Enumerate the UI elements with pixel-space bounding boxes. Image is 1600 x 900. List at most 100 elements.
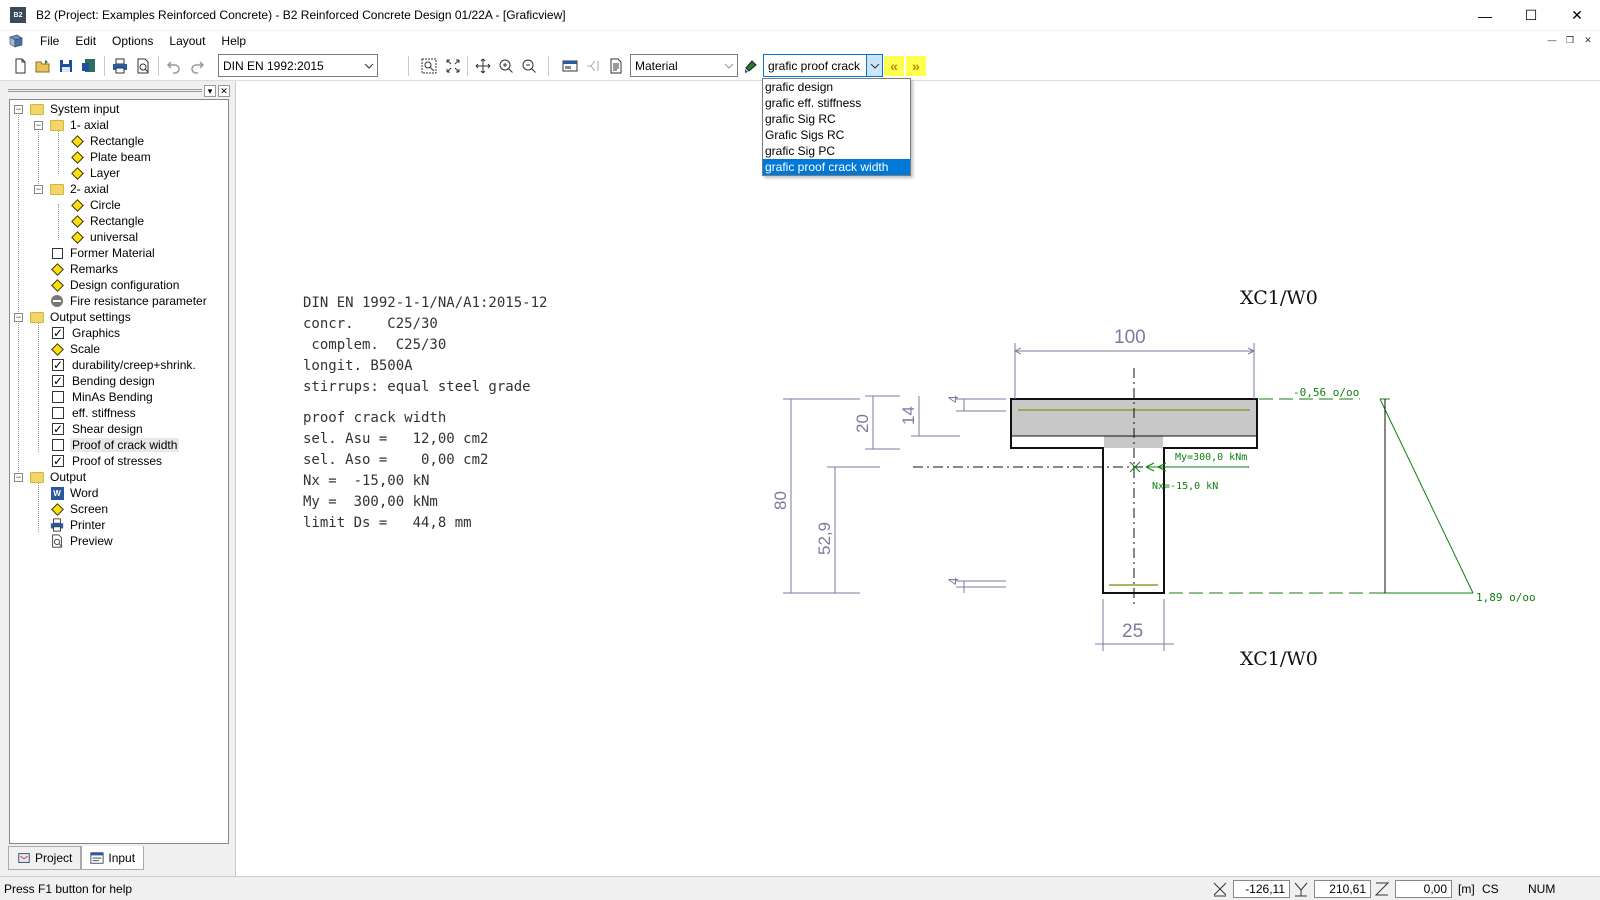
dropdown-option[interactable]: grafic design <box>765 80 834 94</box>
tree-item-bending-design[interactable]: ✓ Bending design <box>52 373 157 389</box>
dropdown-option[interactable]: grafic Sig PC <box>765 144 836 158</box>
norm-combo[interactable]: DIN EN 1992:2015 <box>218 54 378 77</box>
next-view-button[interactable]: » <box>906 56 926 76</box>
chevron-down-icon[interactable] <box>866 55 882 76</box>
dropdown-option[interactable]: grafic Sig RC <box>765 112 836 126</box>
tree-item-label: Former Material <box>70 246 155 260</box>
tree-item-circle[interactable]: Circle <box>70 197 123 213</box>
tree-item-label: universal <box>90 230 139 244</box>
tree-item-scale[interactable]: Scale <box>50 341 102 357</box>
export-icon[interactable] <box>79 56 99 76</box>
tree-item-rectangle-2[interactable]: Rectangle <box>70 213 146 229</box>
pane-tabs: Project Input <box>8 846 145 870</box>
tree-item-universal[interactable]: universal <box>70 229 140 245</box>
collapse-toggle[interactable]: − <box>14 312 23 322</box>
menu-options[interactable]: Options <box>112 34 154 48</box>
dropdown-option[interactable]: Grafic Sigs RC <box>765 128 845 142</box>
child-restore-button[interactable]: ❐ <box>1565 34 1575 45</box>
collapse-toggle[interactable]: − <box>34 120 43 130</box>
tree-item-preview[interactable]: Preview <box>50 533 115 549</box>
print-icon[interactable] <box>110 56 130 76</box>
redo-icon[interactable] <box>187 56 207 76</box>
checkbox-unchecked[interactable] <box>52 391 64 403</box>
zoom-in-icon[interactable] <box>496 56 516 76</box>
proof-heading: proof crack width <box>303 410 447 426</box>
dropdown-option-selected[interactable]: grafic proof crack width <box>763 159 910 175</box>
window-icon[interactable] <box>560 56 580 76</box>
tree-item-system-input[interactable]: System input <box>30 101 121 117</box>
paint-icon[interactable] <box>741 56 761 76</box>
tree-item-rectangle[interactable]: Rectangle <box>70 133 146 149</box>
tree-item-output[interactable]: Output <box>30 469 88 485</box>
tree-item-design-configuration[interactable]: Design configuration <box>50 277 181 293</box>
document-icon[interactable] <box>606 56 626 76</box>
tree-item-output-settings[interactable]: Output settings <box>30 309 133 325</box>
menu-file[interactable]: File <box>40 34 60 48</box>
new-file-icon[interactable] <box>10 56 30 76</box>
nx-text: Nx = -15,00 kN <box>303 473 430 489</box>
tree-item-plate-beam[interactable]: Plate beam <box>70 149 153 165</box>
tree-item-remarks[interactable]: Remarks <box>50 261 120 277</box>
child-close-button[interactable]: ✕ <box>1584 34 1592 45</box>
exposure-bottom-label: XC1/W0 <box>1240 648 1318 670</box>
tree-item-1-axial[interactable]: 1- axial <box>50 117 111 133</box>
tab-project[interactable]: Project <box>8 846 82 870</box>
material-combo[interactable]: Material <box>630 54 738 77</box>
menu-layout[interactable]: Layout <box>169 34 206 48</box>
tree-item-fire-resistance[interactable]: Fire resistance parameter <box>50 293 209 309</box>
tree-item-proof-of-stresses[interactable]: ✓ Proof of stresses <box>52 453 164 469</box>
diamond-icon <box>70 134 84 148</box>
zoom-all-icon[interactable] <box>443 56 463 76</box>
y-coordinate-icon <box>1294 882 1308 897</box>
compare-icon[interactable] <box>583 56 603 76</box>
maximize-button[interactable]: ☐ <box>1524 7 1538 23</box>
tree-item-layer[interactable]: Layer <box>70 165 122 181</box>
collapse-toggle[interactable]: − <box>14 104 23 114</box>
checkbox-unchecked[interactable] <box>52 407 64 419</box>
tree-item-minas-bending[interactable]: MinAs Bending <box>52 389 155 405</box>
tree-item-graphics[interactable]: ✓ Graphics <box>52 325 122 341</box>
y-coordinate-field: 210,61 <box>1314 880 1371 898</box>
checkbox-checked[interactable]: ✓ <box>52 358 64 372</box>
tree-item-shear-design[interactable]: ✓ Shear design <box>52 421 145 437</box>
previous-view-button[interactable]: « <box>884 56 904 76</box>
tree-item-printer[interactable]: Printer <box>50 517 107 533</box>
zoom-out-icon[interactable] <box>519 56 539 76</box>
checkbox-checked[interactable]: ✓ <box>52 454 64 468</box>
tree-item-eff-stiffness[interactable]: eff. stiffness <box>52 405 138 421</box>
view-combo[interactable]: grafic proof crack <box>763 54 883 77</box>
tree-item-label: Proof of stresses <box>72 454 163 468</box>
save-icon[interactable] <box>56 56 76 76</box>
chevron-down-icon[interactable] <box>721 55 737 76</box>
minimize-button[interactable]: — <box>1478 7 1492 24</box>
undo-icon[interactable] <box>164 56 184 76</box>
cross-section-drawing: XC1/W0 XC1/W0 <box>771 287 1536 670</box>
open-folder-icon[interactable] <box>33 56 53 76</box>
tree-item-2-axial[interactable]: 2- axial <box>50 181 111 197</box>
tree-item-former-material[interactable]: Former Material <box>50 245 157 261</box>
menu-help[interactable]: Help <box>221 34 247 48</box>
child-minimize-button[interactable]: — <box>1547 35 1557 45</box>
pane-menu-icon[interactable]: ▾ <box>204 85 216 97</box>
pane-close-icon[interactable]: ✕ <box>218 85 230 97</box>
menu-edit[interactable]: Edit <box>75 34 97 48</box>
zoom-window-icon[interactable] <box>419 56 439 76</box>
checkbox-unchecked[interactable] <box>52 439 64 451</box>
tree-item-durability[interactable]: ✓ durability/creep+shrink. <box>52 357 198 373</box>
chevron-down-icon[interactable] <box>361 55 377 76</box>
pan-icon[interactable] <box>473 56 493 76</box>
tree-item-word[interactable]: W Word <box>50 485 100 501</box>
checkbox-checked[interactable]: ✓ <box>52 326 64 340</box>
print-preview-icon[interactable] <box>133 56 153 76</box>
tree-item-screen[interactable]: Screen <box>50 501 110 517</box>
checkbox-checked[interactable]: ✓ <box>52 374 64 388</box>
collapse-toggle[interactable]: − <box>14 472 23 482</box>
dropdown-option[interactable]: grafic eff. stiffness <box>765 96 862 110</box>
tree-item-proof-crack-width[interactable]: Proof of crack width <box>52 437 180 453</box>
close-button[interactable]: ✕ <box>1571 7 1583 23</box>
tab-input[interactable]: Input <box>81 846 145 870</box>
status-bar: Press F1 button for help -126,11 210,61 … <box>0 876 1600 900</box>
checkbox-checked[interactable]: ✓ <box>52 422 64 436</box>
collapse-toggle[interactable]: − <box>34 184 43 194</box>
